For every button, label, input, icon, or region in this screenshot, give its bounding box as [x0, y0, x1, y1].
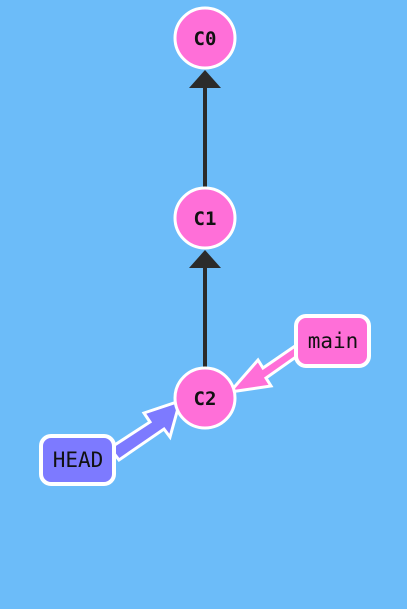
ref-main[interactable]: main — [226, 314, 371, 395]
commit-label: C2 — [194, 388, 217, 410]
commit-label: C1 — [194, 208, 217, 230]
ref-main-label: main — [308, 329, 359, 353]
ref-head[interactable]: HEAD — [39, 398, 183, 486]
commit-node — [173, 186, 237, 250]
commit-label: C0 — [194, 28, 217, 50]
edge-arrowhead — [189, 70, 221, 88]
commit-c0[interactable]: C0 — [173, 6, 237, 70]
edge-c1-to-c0 — [189, 70, 221, 188]
edge-arrowhead — [189, 250, 221, 268]
ref-head-box — [39, 434, 116, 486]
ref-head-label: HEAD — [53, 448, 104, 472]
ref-main-box — [294, 314, 371, 368]
edge-c2-to-c1 — [189, 250, 221, 368]
commit-node — [173, 366, 237, 430]
commit-c1[interactable]: C1 — [173, 186, 237, 250]
ref-head-arrow — [107, 398, 183, 463]
commit-node — [173, 6, 237, 70]
commit-c2[interactable]: C2 — [173, 366, 237, 430]
